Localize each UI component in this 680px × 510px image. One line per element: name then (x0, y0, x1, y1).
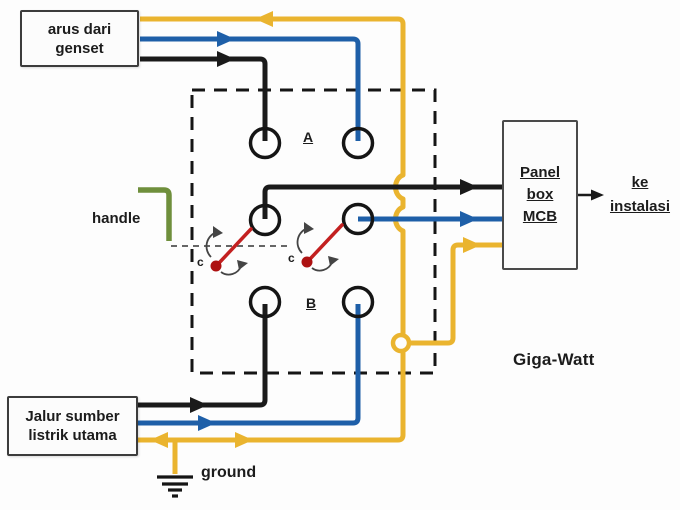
yellow-wire-vertical-to-main-box (138, 351, 406, 443)
genset-source-label-line2: genset (55, 39, 104, 57)
output-label-line2: instalasi (609, 198, 671, 215)
contact-pivot-left (210, 260, 222, 272)
contact-c-label-right: c (288, 251, 295, 265)
terminal-b-right (341, 285, 375, 319)
switch-moving-contacts (205, 222, 344, 276)
rotation-arrow-right-upper (304, 222, 314, 234)
yellow-arrow-bottom-right (235, 432, 253, 448)
blue-neutral-wires (138, 31, 502, 431)
rotation-arrow-left-upper (213, 226, 223, 238)
blue-wire-genset-to-terminal (140, 36, 361, 141)
terminal-common-right (341, 202, 375, 236)
blue-wire-main-to-terminal (138, 304, 361, 426)
ground-label: ground (201, 464, 257, 481)
black-wire-main-to-terminal (138, 304, 268, 408)
earth-ground-icon (157, 475, 193, 498)
genset-source-box: arus dari genset (20, 10, 139, 67)
switch-terminals (248, 126, 375, 319)
brand-watermark: Giga-Watt (513, 350, 595, 369)
black-arrow-top (217, 51, 235, 67)
output-destination-label: ke instalasi (598, 171, 680, 219)
terminal-row-b-label: B (306, 295, 317, 311)
terminal-a-left (248, 126, 282, 160)
blue-arrow-into-panel (460, 211, 478, 227)
output-label-line1: ke (631, 174, 649, 191)
switch-enclosure-outline (190, 88, 437, 375)
black-arrow-into-panel (460, 179, 478, 195)
terminal-common-left (248, 203, 282, 237)
genset-source-label-line1: arus dari (47, 20, 112, 38)
terminal-a-right (341, 126, 375, 160)
black-wire-genset-to-terminal (140, 56, 268, 141)
black-phase-wires (138, 51, 604, 413)
terminal-row-a-label: A (303, 129, 314, 145)
terminal-b-left (248, 285, 282, 319)
contact-blade-left (217, 227, 253, 265)
contact-blade-right (308, 223, 344, 261)
contact-c-label-left: c (197, 255, 204, 269)
yellow-arrow-into-panel (463, 237, 481, 253)
panel-box-label-line2: box (526, 186, 554, 203)
black-wire-switch-to-panel (262, 184, 502, 219)
rotation-arc-right-lower (311, 261, 333, 272)
rotation-arc-left-lower (220, 265, 242, 276)
yellow-arrow-bottom-left (150, 432, 168, 448)
main-source-box: Jalur sumber listrik utama (7, 396, 138, 456)
rotation-arrow-left-lower (237, 260, 248, 270)
panel-box-label-line3: MCB (522, 208, 558, 225)
blue-arrow-top (217, 31, 235, 47)
yellow-wire-junction-loop (390, 332, 412, 354)
main-source-label-line2: listrik utama (28, 427, 117, 444)
rotation-arrow-right-lower (328, 256, 339, 266)
handle-lever-icon (138, 187, 172, 241)
main-source-label-line1: Jalur sumber (25, 408, 120, 425)
panel-box-mcb: Panel box MCB (502, 120, 578, 270)
panel-box-label-line1: Panel (519, 164, 561, 181)
blue-arrow-bottom (198, 415, 216, 431)
black-arrow-bottom (190, 397, 208, 413)
handle-label: handle (92, 210, 141, 227)
panel-output-arrow (591, 189, 604, 201)
yellow-arrow-top-left (255, 11, 273, 27)
yellow-wire-branch-to-panel (409, 242, 502, 346)
contact-pivot-right (301, 256, 313, 268)
